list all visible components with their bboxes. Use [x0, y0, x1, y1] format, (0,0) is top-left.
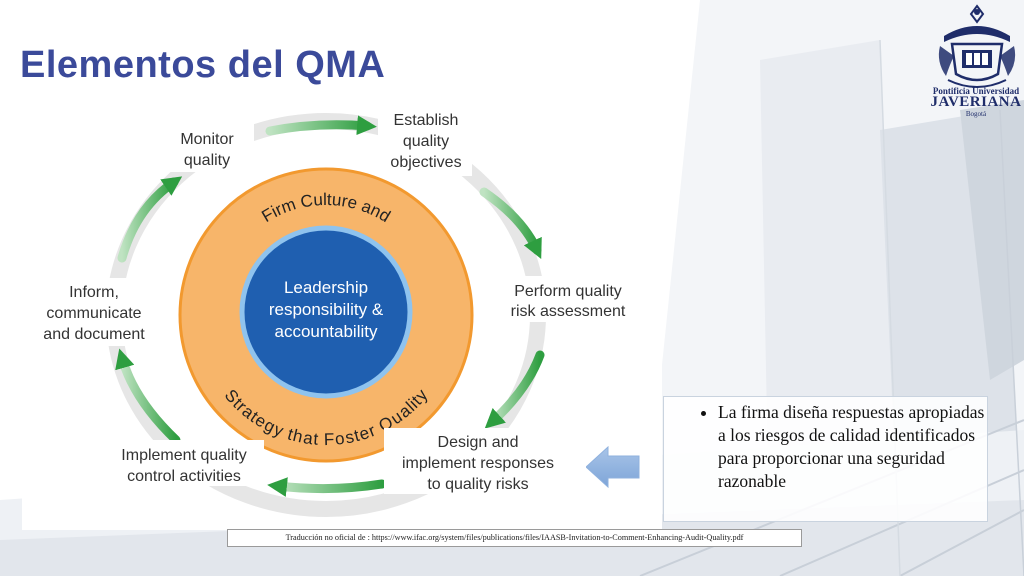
- arrow-establish-to-perform: [479, 187, 542, 259]
- qma-cycle-diagram: Firm Culture and Strategy that Foster Qu…: [22, 100, 662, 530]
- stage-monitor: Monitor quality: [162, 124, 254, 172]
- stage-design: Design and implement responses to qualit…: [384, 428, 574, 494]
- logo-text-line3: Bogotá: [965, 110, 987, 118]
- stage-perform-line-2: risk assessment: [511, 303, 626, 320]
- note-textbox: La firma diseña respuestas apropiadas a …: [663, 396, 988, 522]
- leadership-center-circle: [239, 225, 413, 399]
- stage-establish-line-2: quality: [403, 133, 449, 150]
- source-citation: Traducción no oficial de : https://www.i…: [227, 529, 802, 547]
- note-list: La firma diseña respuestas apropiadas a …: [664, 401, 987, 493]
- center-line-3: accountability: [274, 322, 378, 341]
- stage-inform: Inform, communicate and document: [28, 278, 160, 346]
- stage-establish: Establish quality objectives: [378, 106, 472, 176]
- left-arrow-icon: [586, 446, 640, 488]
- stage-monitor-line-2: quality: [184, 152, 230, 169]
- stage-establish-line-1: Establish: [394, 112, 459, 129]
- stage-inform-line-2: communicate: [46, 305, 141, 322]
- stage-inform-line-3: and document: [43, 326, 145, 343]
- arrow-perform-to-design: [484, 350, 545, 429]
- stage-implement: Implement quality control activities: [104, 440, 264, 486]
- stage-monitor-line-1: Monitor: [180, 131, 234, 148]
- stage-perform-line-1: Perform quality: [514, 283, 622, 300]
- stage-design-line-3: to quality risks: [427, 476, 528, 493]
- stage-establish-line-3: objectives: [390, 154, 461, 171]
- university-crest-icon: [938, 4, 1016, 88]
- slide-title: Elementos del QMA: [20, 44, 386, 86]
- center-line-2: responsibility &: [269, 300, 384, 319]
- stage-inform-line-1: Inform,: [69, 284, 119, 301]
- stage-implement-line-2: control activities: [127, 468, 241, 485]
- cycle-arrows: [115, 115, 545, 497]
- arrow-implement-to-inform: [115, 348, 181, 445]
- logo-text-line1: Pontificia Universidad: [932, 86, 1020, 96]
- arrow-inform-to-monitor: [117, 176, 183, 263]
- stage-design-line-2: implement responses: [402, 455, 554, 472]
- stage-implement-line-1: Implement quality: [121, 447, 246, 464]
- stage-perform: Perform quality risk assessment: [498, 276, 638, 322]
- stage-design-line-1: Design and: [438, 434, 519, 451]
- note-bullet: La firma diseña respuestas apropiadas a …: [718, 401, 987, 493]
- center-line-1: Leadership: [284, 278, 368, 297]
- arrow-design-to-implement: [267, 477, 387, 497]
- logo-text-line2: JAVERIANA: [930, 94, 1022, 110]
- arrow-monitor-to-establish: [265, 115, 377, 136]
